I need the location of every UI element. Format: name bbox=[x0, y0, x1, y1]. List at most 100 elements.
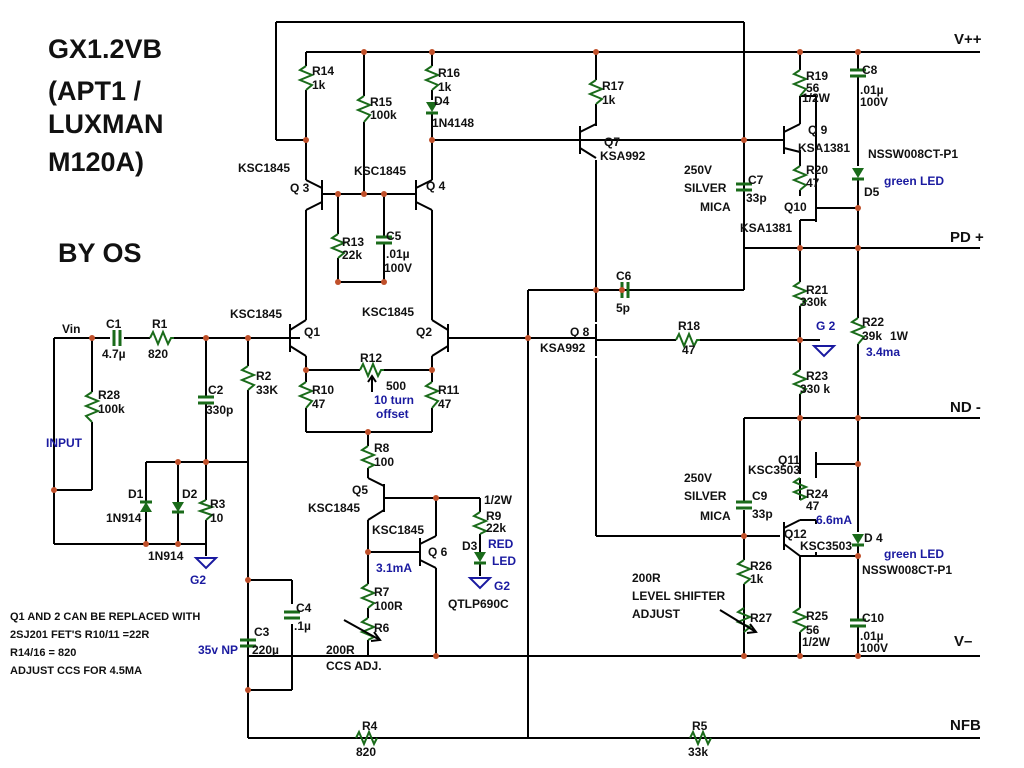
q5-label: Q5 bbox=[352, 483, 368, 497]
r8-label: R8 bbox=[374, 441, 390, 455]
c10-label: C10 bbox=[862, 611, 884, 625]
resistor-r13 bbox=[329, 233, 347, 259]
r6-label: R6 bbox=[374, 621, 390, 635]
title-line-4: M120A) bbox=[48, 147, 144, 177]
r3-value: 10 bbox=[210, 511, 224, 525]
q7-type: KSA992 bbox=[600, 149, 646, 163]
c6-label: C6 bbox=[616, 269, 632, 283]
resistor-r14 bbox=[297, 65, 315, 91]
resistor-r2 bbox=[239, 365, 257, 391]
r19-label: R19 bbox=[806, 69, 828, 83]
d4b-label: D 4 bbox=[864, 531, 883, 545]
r18-value: 47 bbox=[682, 343, 696, 357]
d1-label: D1 bbox=[128, 487, 144, 501]
capacitor-c2 bbox=[198, 395, 214, 405]
q2-label: Q2 bbox=[416, 325, 432, 339]
ccs-wiring bbox=[367, 477, 481, 656]
ground-icon bbox=[811, 345, 837, 358]
resistor-r7 bbox=[359, 583, 377, 609]
c3-np-label: 35v NP bbox=[198, 643, 238, 657]
c2-value: 330p bbox=[206, 403, 233, 417]
resistor-r26 bbox=[735, 559, 753, 585]
capacitor-c3-c4 bbox=[240, 579, 300, 691]
capacitor-c1 bbox=[112, 330, 122, 346]
d3-label: D3 bbox=[462, 539, 478, 553]
r24-label: R24 bbox=[806, 487, 828, 501]
r22-label: R22 bbox=[862, 315, 884, 329]
d4a-label: D4 bbox=[434, 94, 450, 108]
resistor-r3 bbox=[196, 499, 216, 521]
r17-value: 1k bbox=[602, 93, 616, 107]
c8-value: .01µ bbox=[860, 83, 884, 97]
resistor-r22 bbox=[849, 317, 867, 345]
r6-value: 200R bbox=[326, 643, 355, 657]
r28-value: 100k bbox=[98, 402, 125, 416]
c7-note-3: MICA bbox=[700, 200, 731, 214]
resistor-r25 bbox=[791, 607, 809, 633]
q6-type: KSC1845 bbox=[372, 523, 424, 537]
junction-dots bbox=[51, 49, 861, 693]
r7-label: R7 bbox=[374, 585, 390, 599]
q8-label: Q 8 bbox=[570, 325, 590, 339]
c3-label: C3 bbox=[254, 625, 270, 639]
r26-value: 1k bbox=[750, 572, 764, 586]
r5-label: R5 bbox=[692, 719, 708, 733]
d5-label: D5 bbox=[864, 185, 880, 199]
d1-value: 1N914 bbox=[106, 511, 142, 525]
c9-note-3: MICA bbox=[700, 509, 731, 523]
r15-value: 100k bbox=[370, 108, 397, 122]
r18-label: R18 bbox=[678, 319, 700, 333]
c5-rating: 100V bbox=[384, 261, 412, 275]
q1-label: Q1 bbox=[304, 325, 320, 339]
d5-color: green LED bbox=[884, 174, 944, 188]
vin-label: Vin bbox=[62, 322, 80, 336]
r22-current: 3.4ma bbox=[866, 345, 900, 359]
c7-note-1: 250V bbox=[684, 163, 712, 177]
r1-value: 820 bbox=[148, 347, 168, 361]
r23-label: R23 bbox=[806, 369, 828, 383]
c8-rating: 100V bbox=[860, 95, 888, 109]
r13-label: R13 bbox=[342, 235, 364, 249]
resistor-r9 bbox=[471, 511, 489, 535]
d2-value: 1N914 bbox=[148, 549, 184, 563]
r20-label: R20 bbox=[806, 163, 828, 177]
r27-note-1: 200R bbox=[632, 571, 661, 585]
resistor-r18 bbox=[675, 331, 700, 349]
title-line-2: (APT1 / bbox=[48, 76, 142, 106]
c7-value: 33p bbox=[746, 191, 767, 205]
trimmer-r6 bbox=[343, 617, 382, 642]
resistor-r24 bbox=[791, 477, 809, 501]
r24-value: 47 bbox=[806, 499, 820, 513]
r19-value: 56 bbox=[806, 81, 820, 95]
r11-label: R11 bbox=[438, 383, 460, 397]
r12-note-2: offset bbox=[376, 407, 409, 421]
c5-label: C5 bbox=[386, 229, 402, 243]
c3-value: 220µ bbox=[252, 643, 279, 657]
r16-label: R16 bbox=[438, 66, 460, 80]
c2-label: C2 bbox=[208, 383, 224, 397]
resistor-r19 bbox=[791, 69, 809, 97]
resistor-r1 bbox=[149, 329, 174, 347]
q6-label: Q 6 bbox=[428, 545, 448, 559]
r23-value: 330 k bbox=[800, 382, 830, 396]
transistor-q4 bbox=[415, 179, 433, 211]
r24-current: 6.6mA bbox=[816, 513, 852, 527]
r3-label: R3 bbox=[210, 497, 226, 511]
capacitor-c9 bbox=[736, 500, 752, 510]
vas-wiring bbox=[432, 52, 800, 738]
r26-label: R26 bbox=[750, 559, 772, 573]
r12-label: R12 bbox=[360, 351, 382, 365]
capacitor-c7 bbox=[736, 182, 752, 192]
q3-label: Q 3 bbox=[290, 181, 310, 195]
r12-value: 500 bbox=[386, 379, 406, 393]
note-line-4: ADJUST CCS FOR 4.5MA bbox=[10, 665, 142, 677]
r11-value: 47 bbox=[438, 397, 452, 411]
r10-value: 47 bbox=[312, 397, 326, 411]
rail-nd-label: ND - bbox=[950, 399, 981, 416]
transistor-q6 bbox=[419, 535, 437, 569]
r9-value: 22k bbox=[486, 521, 506, 535]
diff-pair-wiring bbox=[305, 52, 744, 478]
r4-value: 820 bbox=[356, 745, 376, 759]
capacitor-c10 bbox=[850, 618, 866, 628]
